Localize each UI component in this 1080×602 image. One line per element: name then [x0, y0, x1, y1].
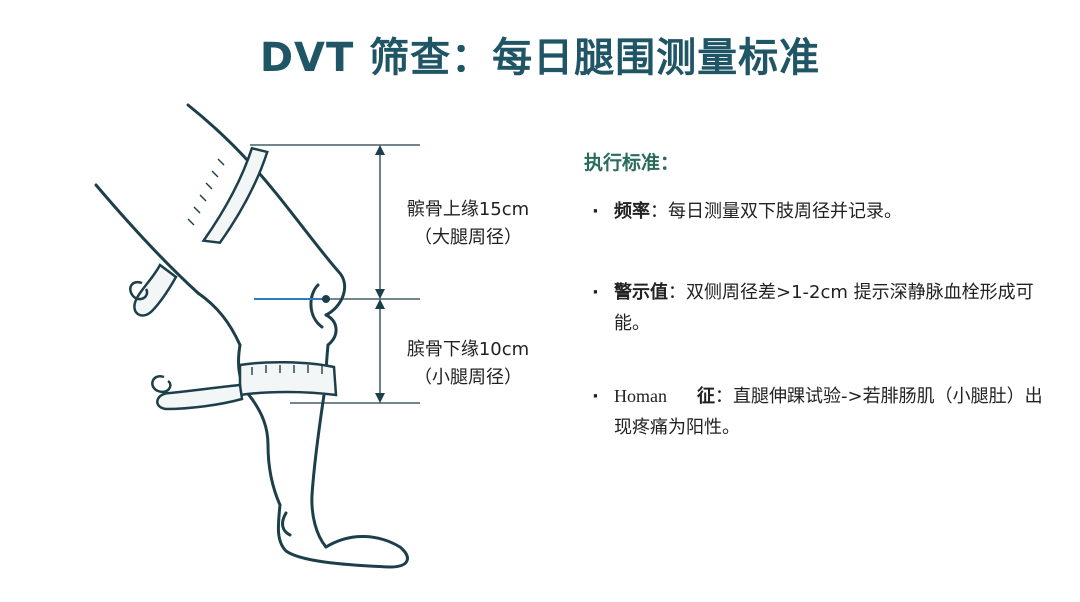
standard-item-frequency: · 频率：每日测量双下肢周径并记录。 — [584, 196, 1054, 227]
arrowhead-upper-bottom — [375, 289, 385, 299]
lower-measurement-label: 膑骨下缘10cm （小腿周径） — [388, 336, 548, 392]
frequency-sep: ： — [650, 201, 668, 222]
homan-sep: ： — [715, 386, 733, 407]
upper-measurement-label: 髌骨上缘15cm （大腿周径） — [388, 196, 548, 252]
standard-item-warning: · 警示值：双侧周径差>1-2cm 提示深静脉血栓形成可能。 — [584, 277, 1054, 339]
thigh-outline-top — [186, 103, 252, 165]
frequency-key: 频率 — [614, 201, 650, 222]
arrowhead-lower-bottom — [375, 393, 385, 403]
warning-sep: ： — [668, 282, 686, 303]
ankle-bone — [281, 511, 292, 537]
standards-heading: 执行标准： — [584, 152, 680, 174]
warning-key: 警示值 — [614, 282, 668, 303]
bullet-icon: · — [592, 386, 599, 407]
thigh-tape — [129, 146, 269, 317]
page-title: DVT 筛查：每日腿围测量标准 — [259, 35, 821, 81]
arrowhead-upper-top — [375, 145, 385, 155]
lower-measurement-line1: 膑骨下缘10cm — [406, 339, 530, 360]
knee-back-outline — [196, 291, 242, 347]
foot-outline — [276, 503, 409, 569]
homan-latin: Homan — [614, 386, 667, 406]
thigh-outline-bottom — [94, 183, 200, 295]
standard-item-homan: · Homan 征：直腿伸踝试验->若腓肠肌（小腿肚）出现疼痛为阳性。 — [584, 381, 1054, 443]
calf-tape — [151, 360, 338, 411]
bullet-icon: · — [592, 201, 599, 222]
thigh-front-outline — [248, 161, 347, 317]
upper-measurement-line1: 髌骨上缘15cm — [406, 199, 530, 220]
lower-measurement-line2: （小腿周径） — [414, 367, 522, 388]
arrowhead-lower-top — [375, 299, 385, 309]
kneecap-inner — [309, 283, 324, 329]
standards-panel: 执行标准： · 频率：每日测量双下肢周径并记录。 · 警示值：双侧周径差>1-2… — [584, 148, 1054, 443]
bullet-icon: · — [592, 282, 599, 303]
leg-measurement-illustration — [94, 103, 420, 569]
warning-text: 双侧周径差>1-2cm 提示深静脉血栓形成可能。 — [614, 282, 1034, 334]
frequency-text: 每日测量双下肢周径并记录。 — [668, 201, 902, 222]
homan-key: 征 — [697, 386, 715, 407]
homan-text: 直腿伸踝试验->若腓肠肌（小腿肚）出现疼痛为阳性。 — [614, 386, 1043, 438]
kneecap-outline — [324, 313, 338, 347]
upper-measurement-line2: （大腿周径） — [414, 227, 522, 248]
